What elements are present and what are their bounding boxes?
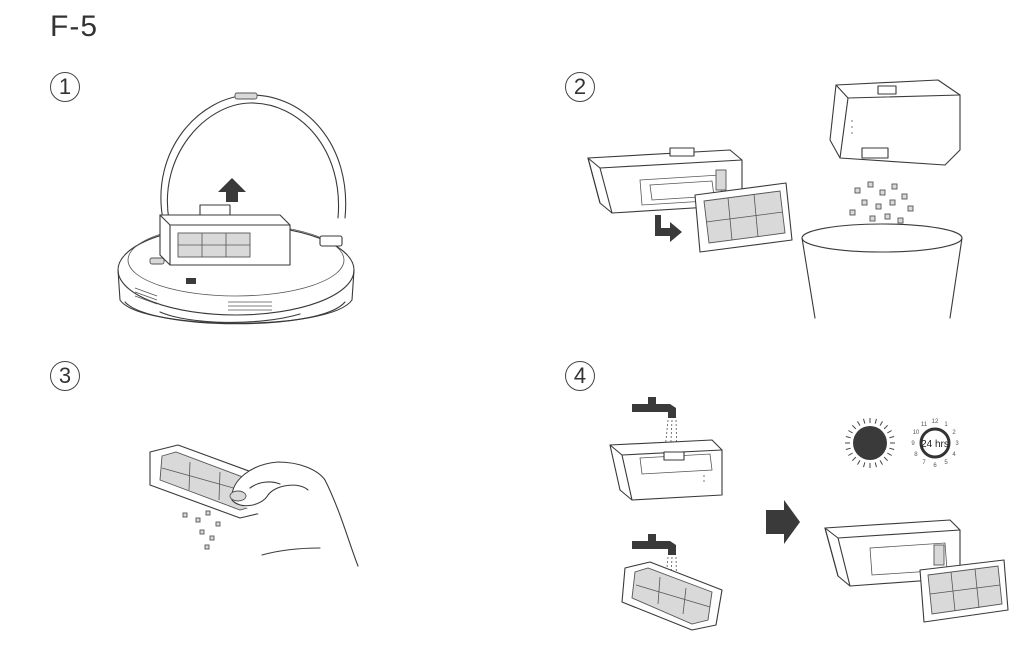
clock-hour-label: 5 <box>944 460 948 466</box>
clock-hour-label: 1 <box>944 422 948 428</box>
step-number-3: 3 <box>50 361 80 391</box>
clock-hour-label: 3 <box>955 441 959 447</box>
clock-hour-label: 2 <box>952 430 956 436</box>
sun-ray <box>874 462 877 468</box>
sun-ray <box>863 462 866 468</box>
clock-hour-label: 6 <box>933 463 937 469</box>
arrow-curve-icon <box>655 215 682 242</box>
sun-ray <box>848 452 853 456</box>
robot-vacuum-illustration <box>117 92 355 325</box>
clock-hour-label: 11 <box>921 422 928 428</box>
sun-ray <box>883 424 889 430</box>
sun-dry-icon <box>845 418 895 468</box>
sun-ray <box>887 452 892 456</box>
sun-ray <box>874 418 877 424</box>
step-number-4: 4 <box>565 361 595 391</box>
sun-ray <box>883 456 889 462</box>
sun-ray <box>857 460 861 465</box>
dust-particles-icon <box>182 510 221 550</box>
arrow-up-icon <box>218 178 246 202</box>
tap-filter-illustration <box>149 444 359 567</box>
clock-hour-label: 7 <box>922 460 926 466</box>
step-number-1: 1 <box>50 72 80 102</box>
step-number-2: 2 <box>565 72 595 102</box>
clock-hour-label: 9 <box>911 441 915 447</box>
clock-hour-label: 4 <box>952 452 956 458</box>
arrow-right-icon <box>766 500 800 544</box>
sun-ray <box>845 447 851 450</box>
sun-ray <box>879 460 883 465</box>
sun-ray <box>889 436 895 439</box>
sun-ray <box>857 421 861 426</box>
clock-hour-label: 12 <box>932 419 939 425</box>
sun-ray <box>863 418 866 424</box>
page-title: F-5 <box>50 10 98 43</box>
water-tap-icon <box>632 397 676 418</box>
sun-ray <box>887 430 892 434</box>
sun-ray <box>851 456 857 462</box>
svg-text:24 hrs: 24 hrs <box>921 439 949 450</box>
clock-hour-label: 8 <box>914 452 918 458</box>
sun-ray <box>845 436 851 439</box>
dustbin-filter-removal-illustration <box>587 79 963 319</box>
sun-ray <box>848 430 853 434</box>
water-tap-icon <box>632 534 676 555</box>
clock-hour-label: 10 <box>913 430 920 436</box>
sun-ray <box>889 447 895 450</box>
sun-ray <box>879 421 883 426</box>
sun-ray <box>851 424 857 430</box>
